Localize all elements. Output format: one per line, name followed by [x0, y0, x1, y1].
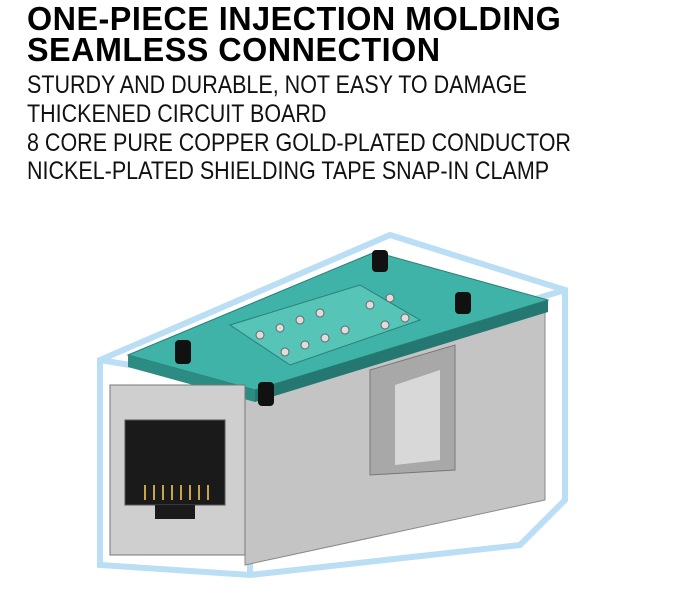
feature-3: 8 CORE PURE COPPER GOLD-PLATED CONDUCTOR: [27, 129, 571, 157]
headline-line-1: ONE-PIECE INJECTION MOLDING: [27, 0, 562, 37]
headline-line-2: SEAMLESS CONNECTION: [27, 31, 441, 68]
gold-contacts: [144, 485, 209, 500]
feature-4: NICKEL-PLATED SHIELDING TAPE SNAP-IN CLA…: [27, 157, 550, 185]
feature-1: STURDY AND DURABLE, NOT EASY TO DAMAGE: [27, 71, 527, 99]
rj45-port: [124, 419, 226, 506]
clamp-posts: [175, 250, 471, 406]
pins: [255, 293, 410, 357]
feature-2: THICKENED CIRCUIT BOARD: [27, 100, 327, 128]
rj45-coupler-image: [97, 231, 568, 579]
